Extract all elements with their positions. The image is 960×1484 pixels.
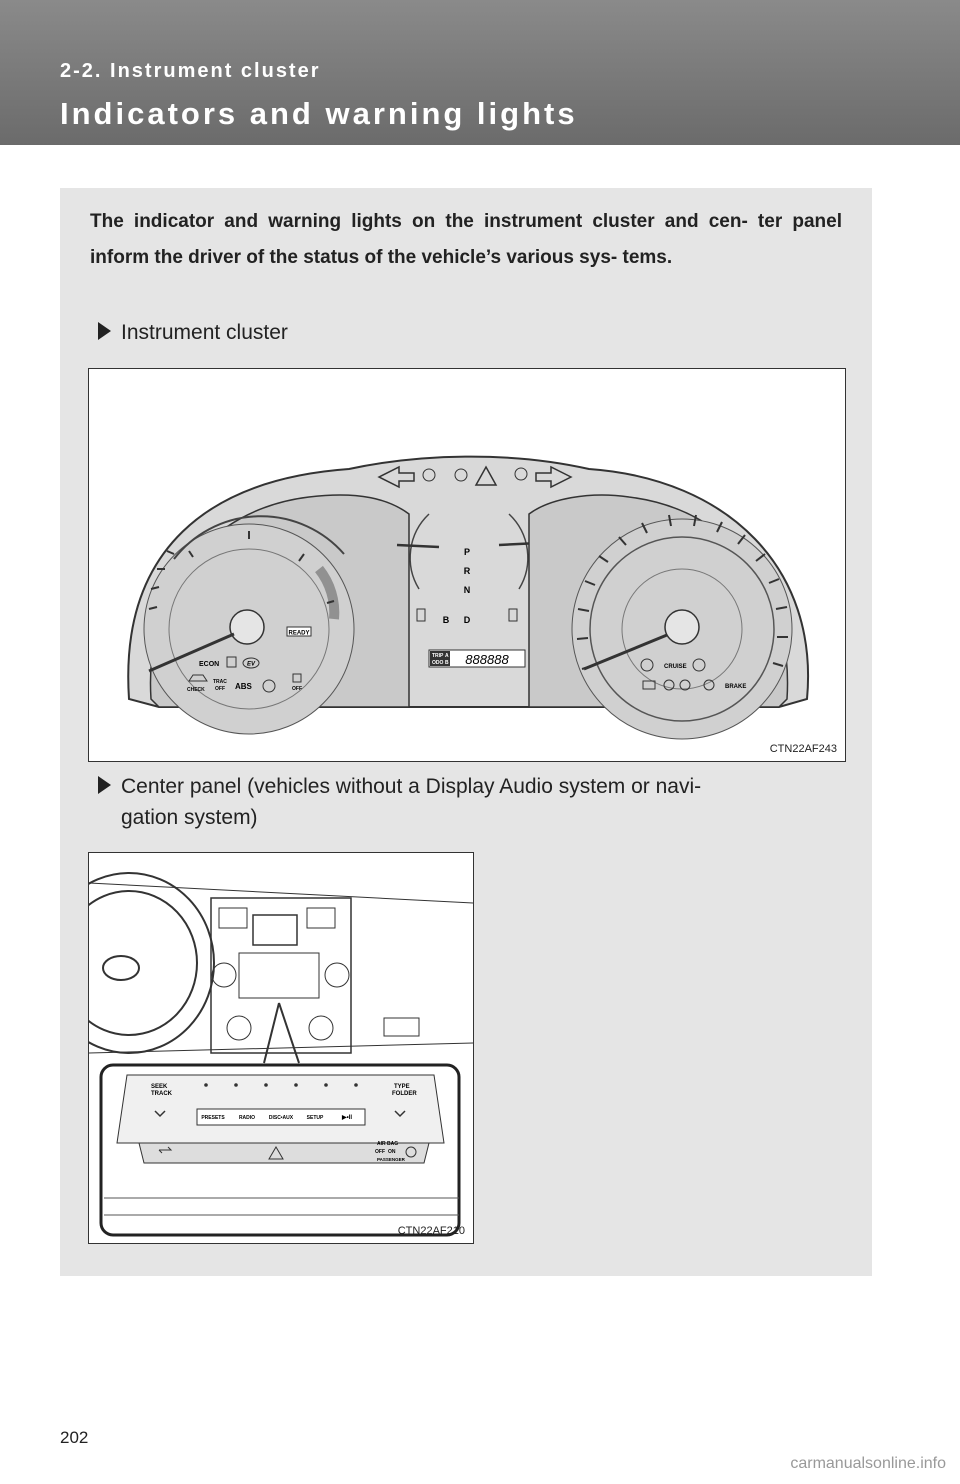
vsc-icon (226, 656, 237, 668)
airbag-off-label: OFF (375, 1149, 385, 1155)
turn-left-icon (377, 465, 415, 489)
setup-button: SETUP (307, 1115, 324, 1121)
bullet-label: Center panel (vehicles without a Display… (121, 775, 702, 798)
check-label: CHECK (187, 687, 205, 693)
headlight-icon (422, 468, 436, 482)
vsc-off-label: OFF (292, 686, 302, 692)
tire-pressure-icon (692, 658, 706, 672)
bullet-center-panel: Center panel (vehicles without a Display… (98, 771, 701, 802)
trip-b-label: B (445, 660, 449, 666)
page-title: Indicators and warning lights (60, 96, 578, 131)
trip-a-label: A (445, 653, 449, 659)
bullet-center-panel-continued: gation system) (121, 806, 258, 829)
brake-warning-icon (262, 679, 276, 693)
disc-aux-button: DISC•AUX (269, 1115, 294, 1121)
center-panel-figure: SEEK TRACK TYPE FOLDER PRESETS RADIO DIS… (43, 852, 474, 1244)
ready-label: READY (288, 631, 309, 637)
check-engine-icon (188, 674, 208, 682)
play-pause-button: ▶•II (341, 1114, 352, 1121)
section-label: 2-2. Instrument cluster (60, 60, 321, 82)
gear-d: D (464, 615, 471, 625)
instrument-cluster-illustration: READY ECON EV CHECK TRAC OFF ABS OFF (127, 455, 810, 740)
bullet-label: Instrument cluster (121, 321, 288, 344)
center-panel-illustration: SEEK TRACK TYPE FOLDER PRESETS RADIO DIS… (43, 872, 474, 1237)
seatbelt-icon (679, 679, 691, 691)
oil-icon (663, 679, 675, 691)
turn-right-icon (535, 465, 573, 489)
cruise-label: CRUISE (664, 664, 687, 670)
brake-label: BRAKE (725, 684, 746, 690)
trac-label: TRAC (213, 679, 227, 685)
airbag-on-label: ON (388, 1149, 396, 1155)
gear-p: P (464, 547, 470, 557)
presets-button: PRESETS (201, 1115, 225, 1121)
econ-indicator-label: ECON (199, 661, 219, 668)
passenger-label: PASSENGER (377, 1157, 406, 1162)
bullet-arrow-icon (98, 776, 111, 794)
radio-button: RADIO (239, 1115, 255, 1121)
srs-airbag-icon (703, 679, 715, 691)
instrument-cluster-figure: READY ECON EV CHECK TRAC OFF ABS OFF (88, 368, 846, 762)
bullet-arrow-icon (98, 322, 111, 340)
fuel-icon (508, 608, 518, 622)
figure-code: CTN22AF243 (769, 743, 837, 755)
charging-icon (642, 680, 656, 690)
center-indicators (377, 465, 573, 489)
figure-code: CTN22AF210 (397, 1225, 465, 1237)
fog-light-icon (454, 468, 468, 482)
vsc-off-icon (292, 673, 302, 683)
gear-n: N (464, 585, 471, 595)
security-indicator-icon (158, 1146, 173, 1154)
master-warning-icon (474, 465, 498, 486)
dimmer-icon (514, 467, 528, 481)
track-label: TRACK (151, 1091, 173, 1097)
steering-wheel (43, 872, 215, 1054)
ev-indicator-label: EV (247, 662, 256, 668)
watermark: carmanualsonline.info (790, 1455, 946, 1472)
right-gauge: CRUISE BRAKE (528, 494, 793, 740)
gear-b: B (443, 615, 450, 625)
type-label: TYPE (394, 1084, 410, 1090)
seek-label: SEEK (151, 1084, 168, 1090)
gear-r: R (464, 566, 471, 576)
center-section: P R N D B TRIP ODO A B 888888 (396, 513, 540, 668)
bullet-instrument-cluster: Instrument cluster (98, 317, 288, 348)
chapter-header: 2-2. Instrument cluster Indicators and w… (0, 0, 960, 145)
trip-label: TRIP (432, 653, 444, 659)
left-gauge: READY ECON EV CHECK TRAC OFF ABS OFF (143, 494, 410, 735)
temperature-icon (416, 608, 426, 622)
preset-buttons (204, 1083, 358, 1087)
airbag-icon (405, 1146, 417, 1158)
hazard-icon (268, 1146, 284, 1160)
cruise-main-icon (640, 658, 654, 672)
abs-label: ABS (235, 682, 253, 691)
airbag-label: AIR BAG (377, 1141, 398, 1147)
odo-label: ODO (432, 660, 444, 666)
odometer-display: 888888 (465, 652, 509, 667)
folder-label: FOLDER (392, 1091, 417, 1097)
page-number: 202 (60, 1428, 89, 1447)
intro-paragraph: The indicator and warning lights on the … (90, 211, 842, 268)
trac-off-label: OFF (215, 686, 225, 692)
